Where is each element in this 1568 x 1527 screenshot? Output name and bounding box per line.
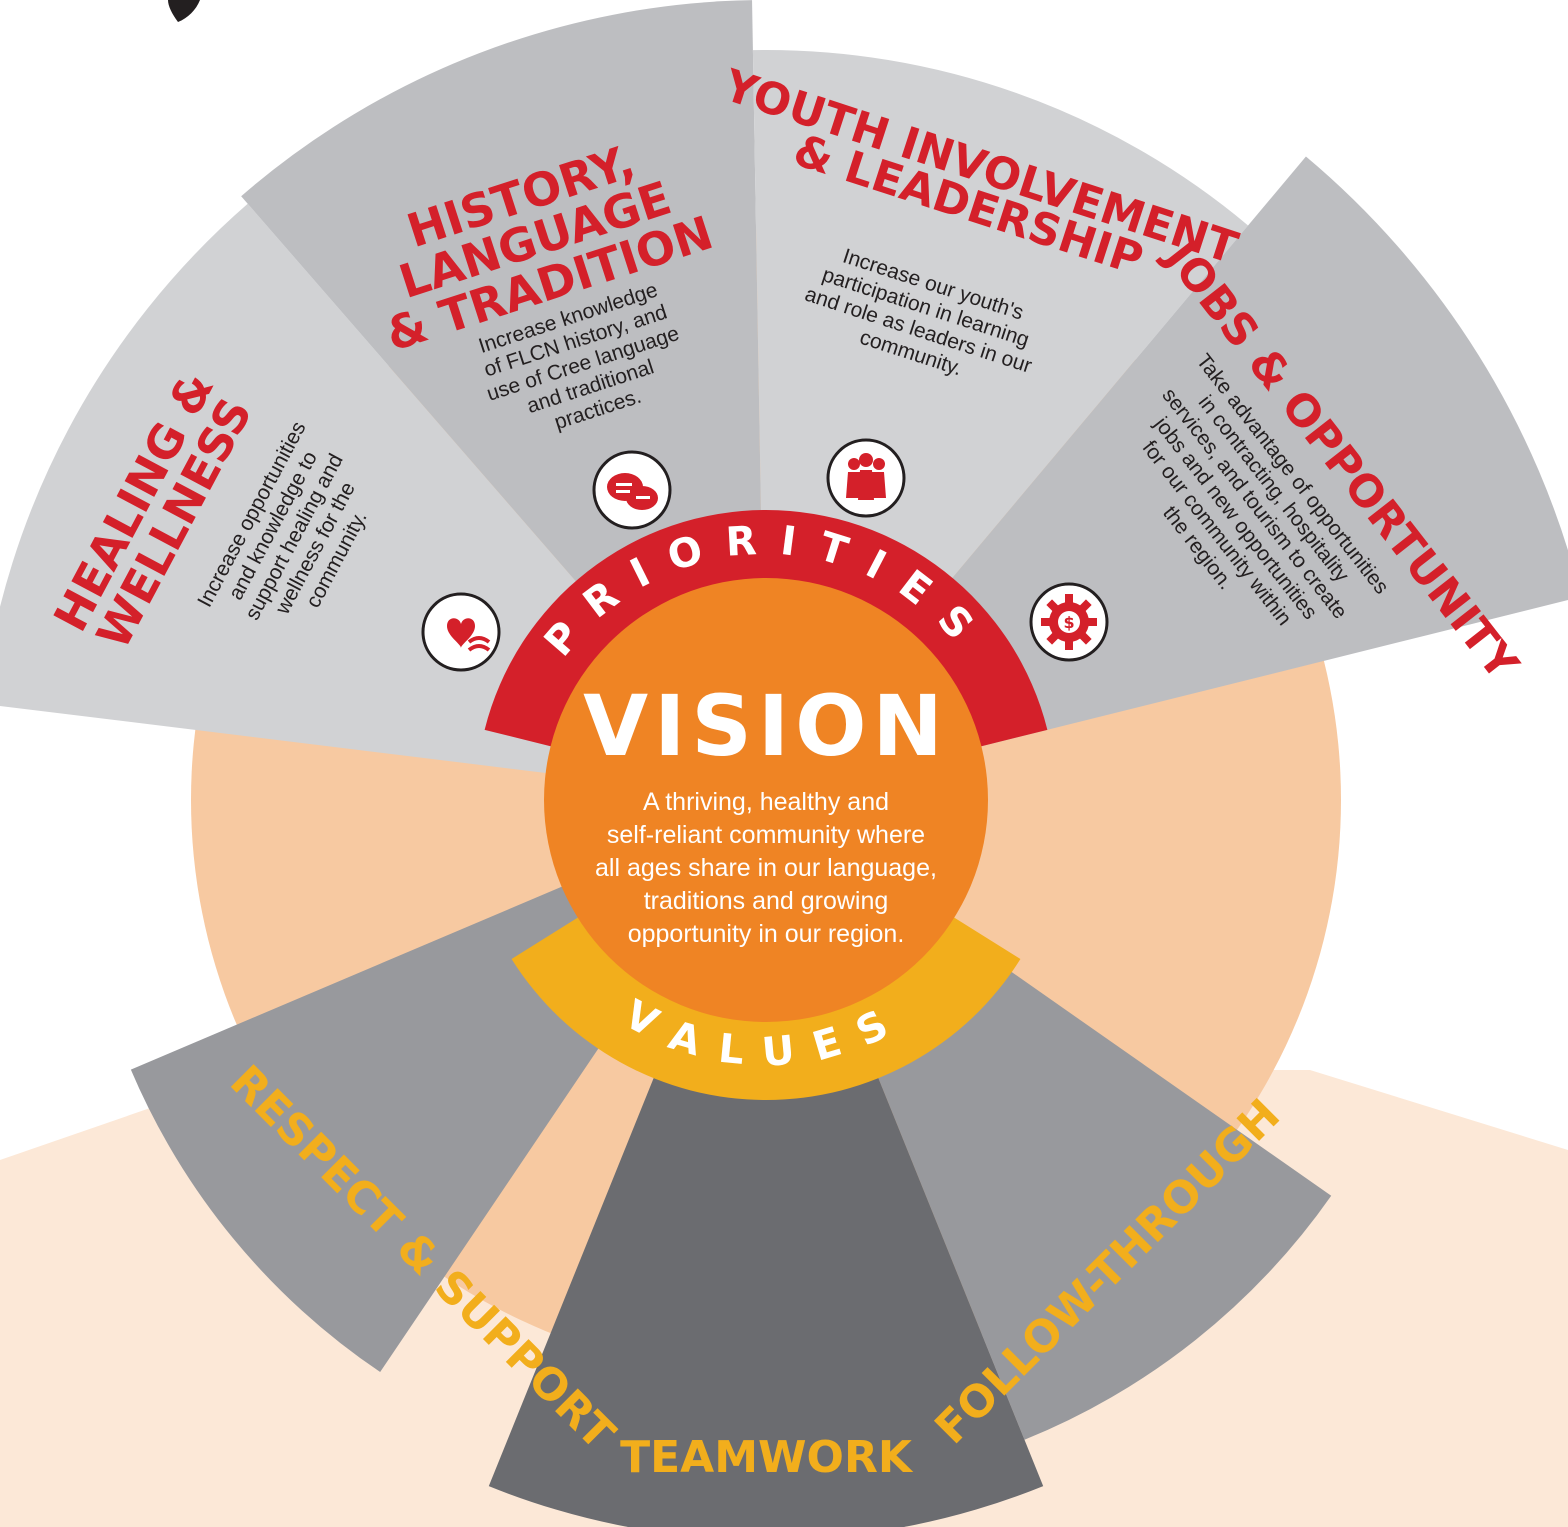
values-ring	[511, 911, 1021, 1100]
vision-circle	[544, 578, 988, 1022]
vision-line: traditions and growing	[644, 887, 889, 915]
speech-bubbles-icon	[592, 450, 672, 530]
priorities-ring	[484, 510, 1048, 747]
svg-text:$: $	[1063, 613, 1074, 632]
value-label-teamwork: TEAMWORK	[620, 1432, 914, 1483]
vision-line: A thriving, healthy and	[643, 788, 889, 816]
corner-leaf-icon	[168, 0, 200, 22]
dollar-gear-icon: $	[1029, 582, 1109, 662]
value-wedge-teamwork[interactable]	[488, 800, 1044, 1527]
vision-line: all ages share in our language,	[595, 854, 937, 882]
vision-title: VISION	[583, 677, 949, 775]
people-group-icon	[826, 438, 906, 518]
heart-wellness-icon	[421, 592, 501, 672]
vision-statement: A thriving, healthy and self-reliant comm…	[595, 788, 937, 948]
vision-line: opportunity in our region.	[628, 920, 905, 948]
vision-line: self-reliant community where	[607, 821, 925, 849]
